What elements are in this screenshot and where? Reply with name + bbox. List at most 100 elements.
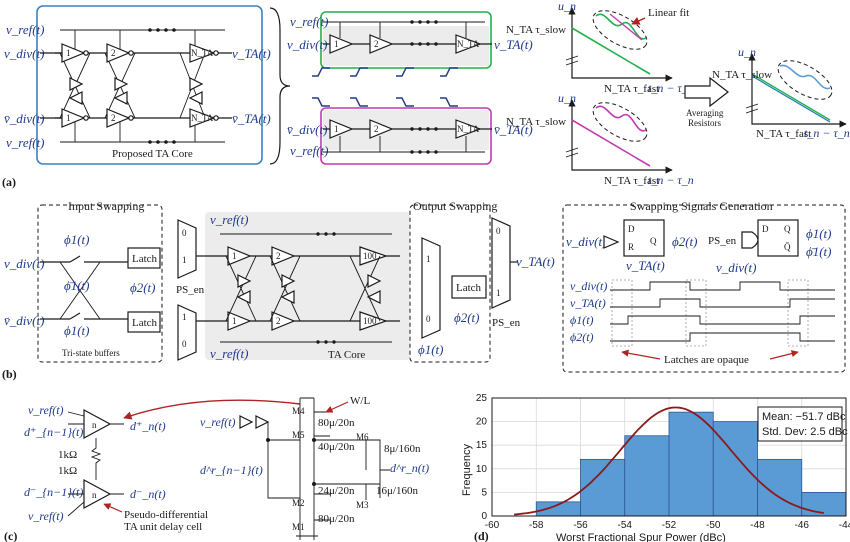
- c-vref-bottom: v_ref(t): [28, 509, 64, 523]
- plot-bottom-u: u_n: [558, 91, 576, 105]
- core-stage-num-1: 1: [66, 48, 71, 58]
- sig-phi1bar: ϕ̄1(t): [806, 244, 832, 259]
- plot-avg-fast: N_TA τ_fast: [756, 128, 811, 140]
- timing-row-phi1: ϕ1(t): [570, 313, 594, 327]
- c-note-2: TA unit delay cell: [124, 521, 202, 533]
- plot-avg-slow: N_TA τ_slow: [712, 69, 772, 81]
- averaging-label-1: Averaging: [686, 108, 724, 118]
- top-line-chain: [323, 20, 492, 54]
- c-m4: M4: [292, 406, 305, 416]
- bottom-stage-num-1: 1: [334, 124, 339, 134]
- core-input-vdiv: v_div(t): [4, 46, 44, 61]
- core-stage-1-bottom: 1: [61, 108, 89, 128]
- stats-mean: Mean: −51.7 dBc: [762, 411, 846, 423]
- mux-bot-1: 1: [182, 312, 187, 322]
- c-dn-neg: d⁻_n(t): [130, 487, 166, 501]
- core-input-vref-bottom: v_ref(t): [6, 135, 45, 150]
- plot-top-u: u_n: [558, 0, 576, 13]
- x-tick-label: -60: [485, 520, 500, 531]
- sig-ps-en: PS_en: [708, 235, 737, 247]
- ff2-box: [757, 219, 799, 257]
- final-mux: [491, 217, 511, 309]
- b-vref-top: v_ref(t): [210, 212, 249, 227]
- bottom-line-chain: [323, 119, 492, 154]
- linear-fit-arrow: [631, 17, 646, 25]
- x-tick-label: -48: [750, 520, 765, 531]
- sig-vdiv: v_div(t): [566, 234, 606, 249]
- stats-std: Std. Dev: 2.5 dBc: [762, 426, 848, 438]
- mux-top-1: 1: [182, 255, 187, 265]
- top-input-vdiv: v_div(t): [287, 37, 327, 52]
- histogram-bar: [624, 435, 670, 517]
- c-dn1-neg: d⁻_{n−1}(t): [24, 485, 83, 499]
- c-res-top: 1kΩ: [58, 449, 77, 461]
- panel-a-label: (a): [2, 175, 16, 189]
- histogram-bar: [712, 421, 758, 517]
- bottom-stage-num-n: N_TA: [457, 124, 480, 134]
- averaging-label-2: Resistors: [688, 118, 722, 128]
- core-output-vta: v_TA(t): [232, 46, 271, 61]
- b-stage-100-top: 100: [363, 251, 377, 261]
- y-tick-label: 10: [476, 464, 488, 475]
- core-input-vref-top: v_ref(t): [6, 22, 45, 37]
- b-latch-bottom: Latch: [132, 317, 158, 329]
- out-latch-label: Latch: [456, 282, 482, 294]
- out-latch-box: [451, 275, 487, 299]
- out-mux-0: 0: [426, 314, 431, 324]
- plot-avg-xaxis: t_n − τ_n: [804, 126, 850, 140]
- panel-a: v_ref(t) v_div(t) v̄_div(t) v_ref(t) v_T…: [2, 0, 850, 189]
- plot-top-xaxis: t_n − τ_n: [648, 81, 694, 95]
- panel-d-label: (d): [474, 529, 489, 542]
- plot-avg-u: u_n: [738, 45, 756, 59]
- b-phi1-bottom: ϕ1(t): [64, 323, 90, 338]
- core-ellipsis: [148, 28, 176, 144]
- bottom-input-vref: v_ref(t): [290, 143, 329, 158]
- b-stage-2-top: 2: [276, 251, 281, 261]
- ff1-d: D: [628, 224, 635, 234]
- c-zoom-arrow: [123, 399, 301, 420]
- b-vref-bottom: v_ref(t): [210, 346, 249, 361]
- mux-top-0: 0: [182, 228, 187, 238]
- chart-ylabel: Frequency: [461, 444, 473, 496]
- input-switches: [40, 247, 161, 333]
- c-m1: M1: [292, 522, 305, 532]
- chart-axes: [491, 397, 847, 517]
- transition-marks: [312, 67, 458, 107]
- x-tick-label: -52: [662, 520, 677, 531]
- core-stage-n-top: N_TA: [189, 43, 219, 63]
- linear-fit-label: Linear fit: [648, 7, 689, 19]
- c-size-m6: 8μ/160n: [384, 443, 421, 455]
- ps-en-output: PS_en: [492, 317, 521, 329]
- y-tick-label: 15: [476, 440, 488, 451]
- averaging-arrow-icon: [684, 76, 729, 108]
- core-stage-num-1b: 1: [66, 113, 71, 123]
- core-stage-n-bottom: N_TA: [189, 108, 219, 128]
- ps-en-input: PS_en: [176, 284, 205, 296]
- core-stage-2-bottom: 2: [106, 108, 134, 128]
- c-size-m3: 16μ/160n: [376, 485, 418, 497]
- brace: [269, 7, 291, 165]
- ff2-d: D: [762, 224, 769, 234]
- output-swapping-box: [409, 204, 491, 363]
- plot-top: [565, 7, 673, 82]
- b-stage-1-top: 1: [232, 251, 237, 261]
- c-t-dn1: d^r_{n−1}(t): [200, 463, 263, 477]
- chart-bars: [535, 411, 847, 517]
- ta-core-box: [36, 5, 263, 165]
- plot-top-fast: N_TA τ_fast: [604, 83, 659, 95]
- x-tick-label: -50: [706, 520, 721, 531]
- b-phi2-output: ϕ2(t): [454, 310, 480, 325]
- output-swapping-title: Output Swapping: [413, 199, 497, 213]
- b-latch-top: Latch: [132, 253, 158, 265]
- panel-c-label: (c): [4, 529, 17, 542]
- core-stage-num-nb: N_TA: [191, 113, 214, 123]
- input-swapping-title: Input Swapping: [68, 199, 144, 213]
- gaussian-fit-curve: [514, 406, 825, 516]
- histogram-bar: [668, 411, 714, 517]
- final-mux-0: 0: [496, 226, 501, 236]
- opaque-arrow-left: [621, 349, 661, 360]
- ff2-q: Q: [784, 224, 791, 234]
- c-t-dn: d^r_n(t): [390, 461, 429, 475]
- top-output-vta: v_TA(t): [494, 37, 533, 52]
